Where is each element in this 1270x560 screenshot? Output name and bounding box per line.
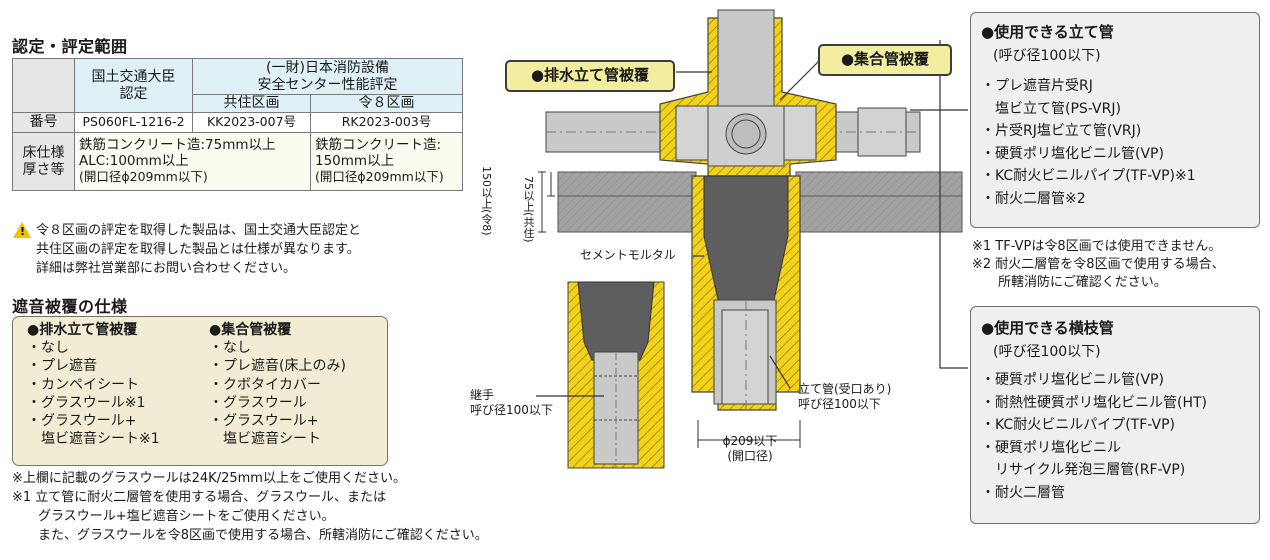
branch-box-list: ・硬質ポリ塩化ビニル管(VP) ・耐熱性硬質ポリ塩化ビニル管(HT) ・KC耐火…	[981, 372, 1208, 501]
rei8-header: 令８区画	[310, 94, 463, 113]
spec-title: 遮音被覆の仕様	[12, 297, 128, 316]
row-floor-label: 床仕様厚さ等	[12, 132, 75, 191]
label-riser: 立て管(受口あり)呼び径100以下	[798, 382, 892, 411]
riser-box-title: ●使用できる立て管	[981, 23, 1114, 41]
spec-drain-column: ●排水立て管被覆 ・なし ・プレ遮音 ・カンペイシート ・グラスウール※1 ・グ…	[27, 322, 160, 448]
cert-title: 認定・評定範囲	[12, 37, 128, 56]
dim-150: 150以上(令8)	[480, 166, 493, 236]
number-kyoju: KK2023-007号	[192, 112, 311, 133]
kyoju-header: 共住区画	[192, 94, 311, 113]
row-number-label: 番号	[12, 112, 75, 133]
warning-line-1: 令８区画の評定を取得した製品は、国土交通大臣認定と	[36, 223, 362, 238]
warning-line-3: 詳細は弊社営業部にお問い合わせください。	[36, 261, 297, 276]
spec-collect-column: ●集合管被覆 ・なし ・プレ遮音(床上のみ) ・クボタイカバー ・グラスウール …	[209, 322, 346, 448]
joint-section	[567, 281, 665, 469]
dim-75: 75以上(共住)	[522, 176, 535, 243]
warning-line-2: 共住区画の評定を取得した製品とは仕様が異なります。	[36, 242, 360, 257]
label-opening: ϕ209以下(開口径)	[722, 434, 778, 463]
riser-pipe-box: ●使用できる立て管 (呼び径100以下) ・プレ遮音片受RJ 塩ビ立て管(PS-…	[970, 12, 1260, 228]
footnote-2: ※1 立て管に耐火二層管を使用する場合、グラスウール、または	[12, 490, 387, 505]
callout-collector-insulation: ●集合管被覆	[818, 44, 952, 76]
warning-icon: !	[13, 222, 31, 239]
collector-fitting	[675, 9, 817, 167]
riser-box-list: ・プレ遮音片受RJ 塩ビ立て管(PS-VRJ) ・片受RJ塩ビ立て管(VRJ) …	[981, 78, 1196, 207]
riser-pipe	[713, 299, 777, 410]
riser-note-2: ※2 耐火二層管を令8区画で使用する場合、	[972, 257, 1225, 272]
leader-lines	[536, 40, 968, 397]
branch-pipe-box: ●使用できる横枝管 (呼び径100以下) ・硬質ポリ塩化ビニル管(VP) ・耐熱…	[970, 306, 1260, 524]
floor-slab	[557, 171, 963, 233]
spec-box: ●排水立て管被覆 ・なし ・プレ遮音 ・カンペイシート ・グラスウール※1 ・グ…	[12, 316, 388, 466]
floor-mlit-kyoju: 鉄筋コンクリート造:75mm以上 ALC:100mm以上 (開口径ϕ209mm以…	[74, 132, 311, 191]
spec-drain-heading: ●排水立て管被覆	[27, 322, 138, 338]
footnote-1: ※上欄に記載のグラスウールは24K/25mm以上をご使用ください。	[12, 471, 406, 486]
number-mlit: PS060FL-1216-2	[74, 112, 193, 133]
riser-note-1: ※1 TF-VPは令8区画では使用できません。	[972, 239, 1222, 254]
number-rei8: RK2023-003号	[310, 112, 463, 133]
dimension-lines	[538, 171, 801, 448]
floor-rei8: 鉄筋コンクリート造: 150mm以上 (開口径ϕ209mm以下)	[310, 132, 463, 191]
footnote-3: グラスウール+塩ビ遮音シートをご使用ください。	[12, 509, 335, 524]
label-mortar: セメントモルタル	[580, 248, 676, 262]
riser-note-3: 所轄消防にご確認ください。	[972, 275, 1167, 290]
label-joint: 継手呼び径100以下	[470, 388, 553, 417]
footnote-4: また、グラスウールを令8区画で使用する場合、所轄消防にご確認ください。	[12, 528, 488, 543]
branch-box-title: ●使用できる横枝管	[981, 319, 1114, 337]
cert-table: 国土交通大臣認定 (一財)日本消防設備安全センター性能評定 共住区画 令８区画 …	[12, 58, 463, 191]
spec-collect-heading: ●集合管被覆	[209, 322, 292, 338]
riser-box-subtitle: (呼び径100以下)	[993, 48, 1101, 64]
callout-drain-insulation: ●排水立て管被覆	[505, 60, 675, 92]
branch-box-subtitle: (呼び径100以下)	[993, 344, 1101, 360]
fire-header: (一財)日本消防設備安全センター性能評定	[192, 58, 463, 95]
